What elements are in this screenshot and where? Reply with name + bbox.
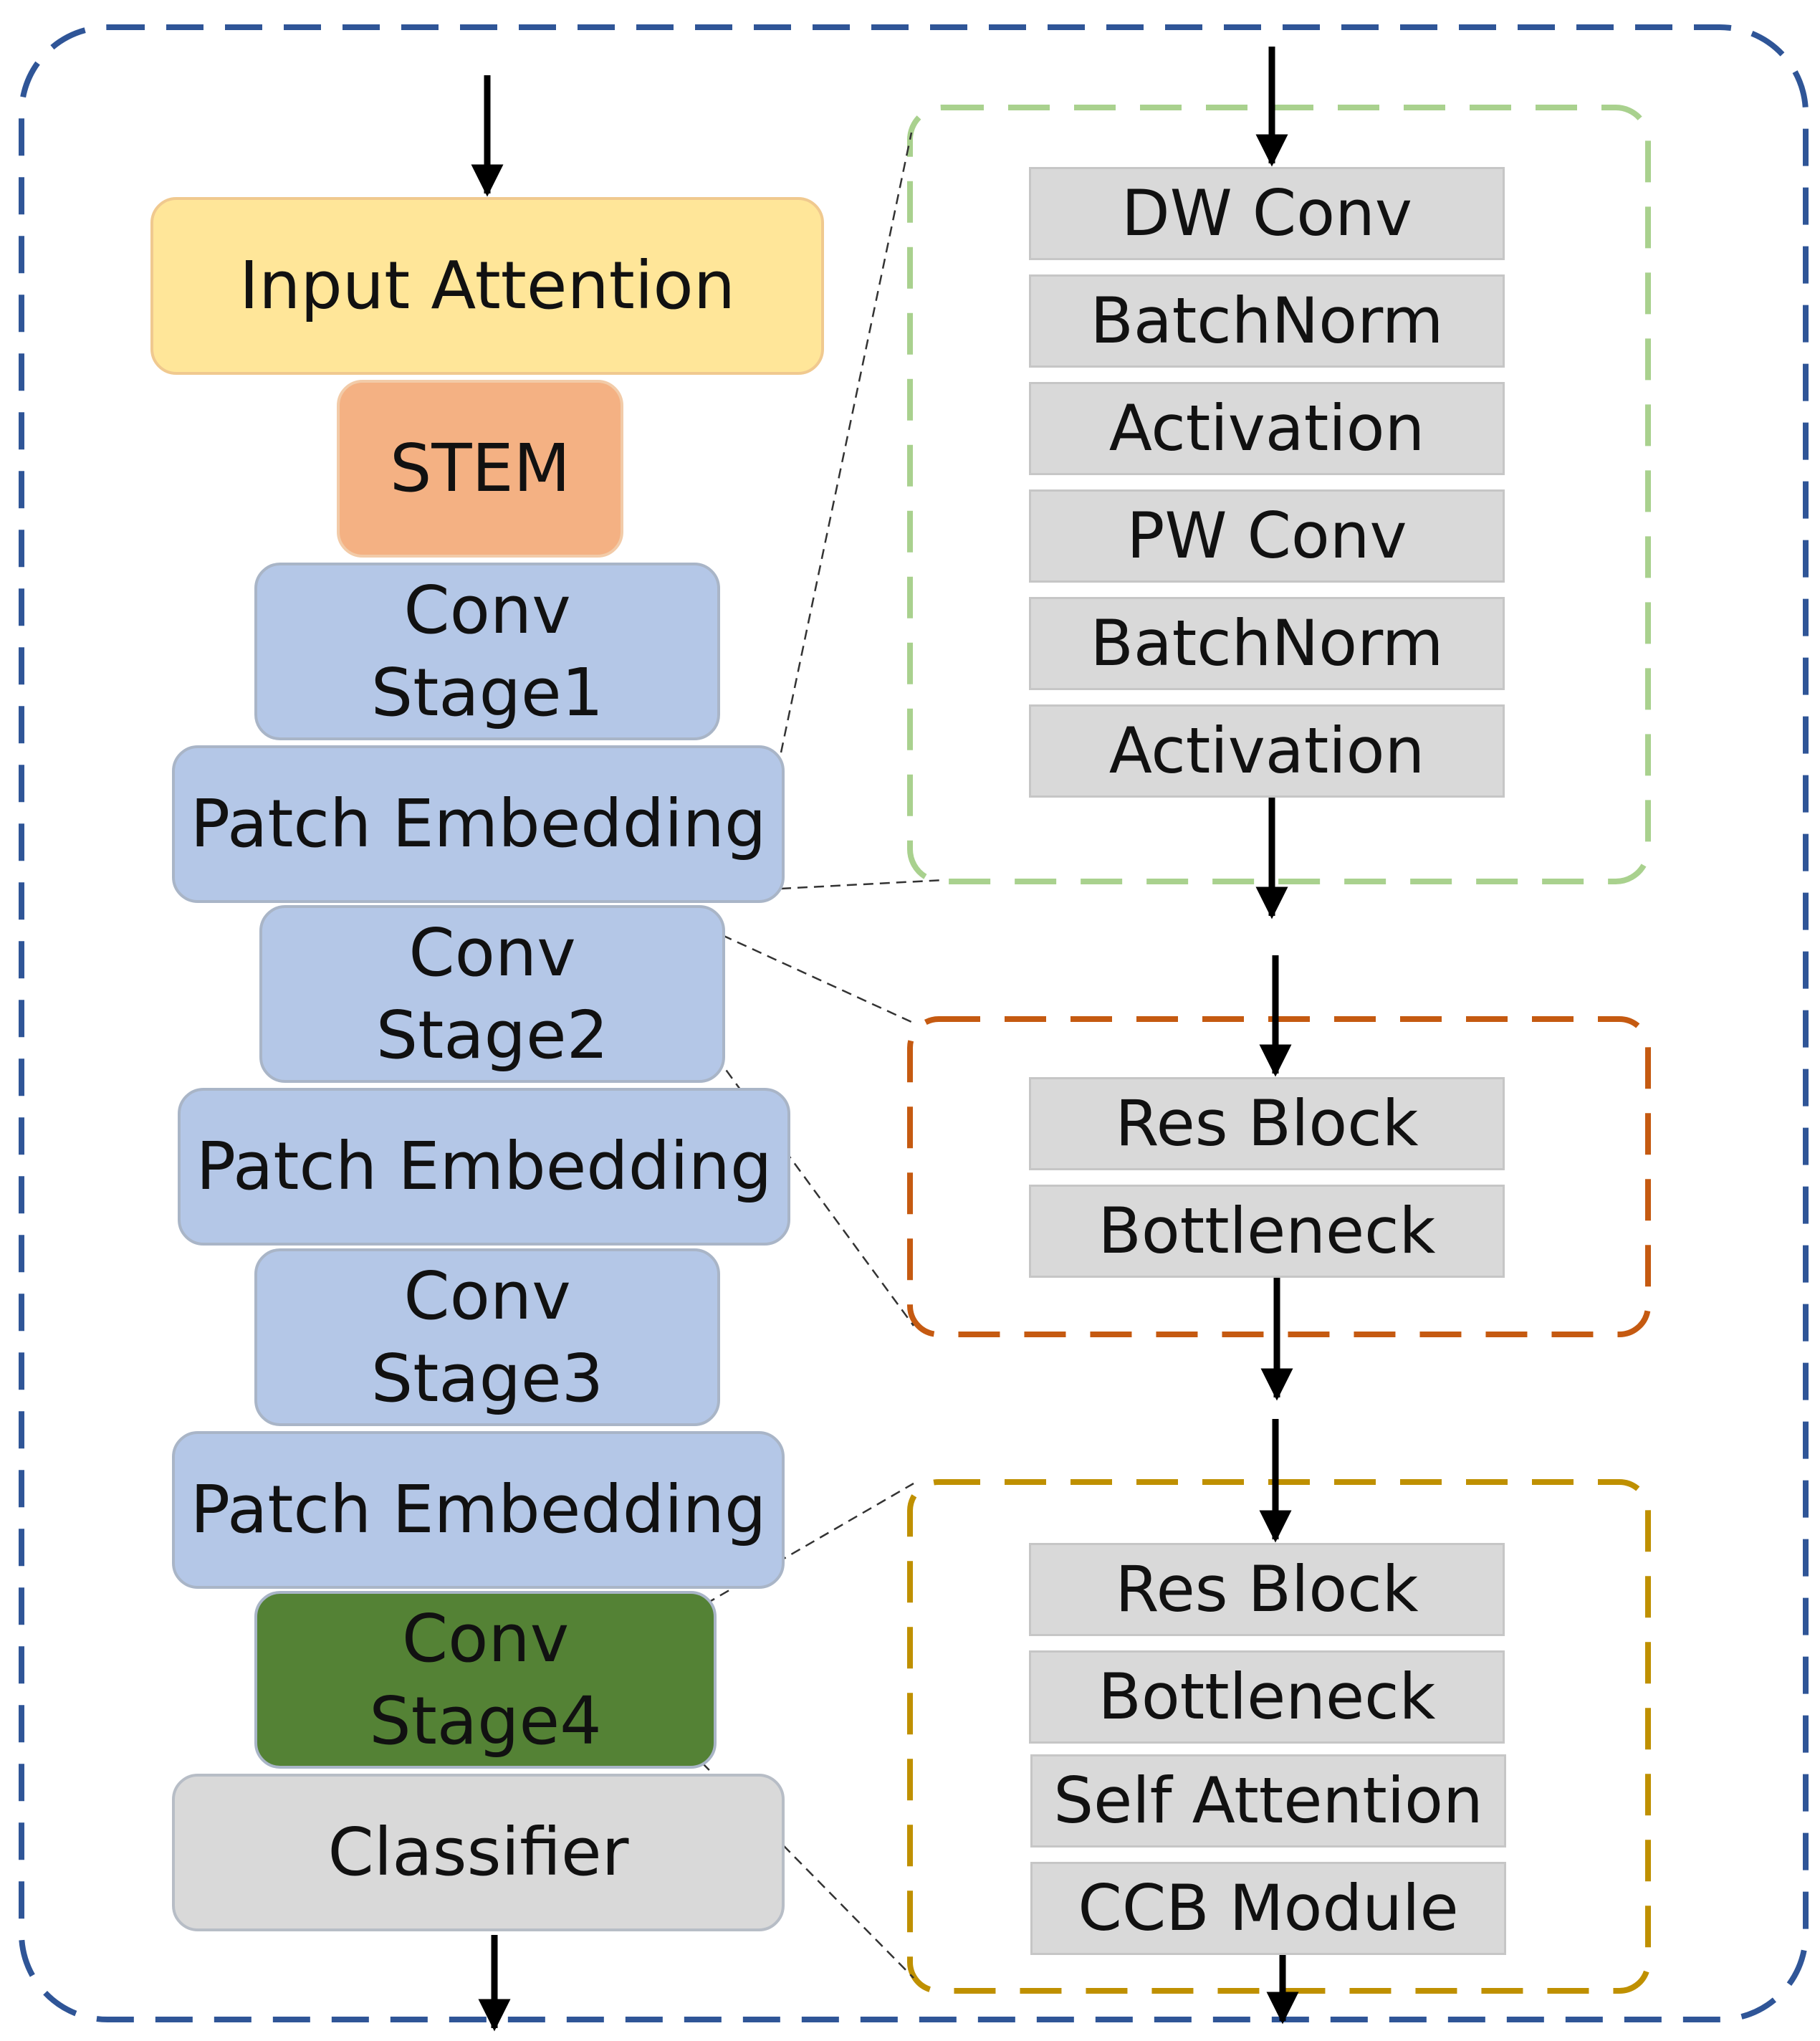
- gold-item-res-block: Res Block: [1029, 1543, 1505, 1636]
- classifier-label: Classifier: [327, 1813, 629, 1891]
- orange-item-label: Res Block: [1115, 1086, 1419, 1161]
- conv-stage2-line1: Conv: [408, 914, 576, 991]
- conv-stage3-block: Conv Stage3: [254, 1248, 720, 1426]
- patch-embedding-2-block: Patch Embedding: [178, 1088, 790, 1246]
- gold-item-self-attention: Self Attention: [1030, 1754, 1506, 1848]
- patch-embedding-1-label: Patch Embedding: [190, 785, 767, 862]
- input-attention-block: Input Attention: [150, 197, 824, 375]
- conv-stage1-block: Conv Stage1: [254, 563, 720, 740]
- conv-stage1-line1: Conv: [403, 572, 571, 649]
- gold-item-label: Self Attention: [1053, 1764, 1483, 1838]
- green-item-label: BatchNorm: [1090, 284, 1444, 358]
- conv-stage2-line2: Stage2: [375, 997, 609, 1074]
- gold-detail-frame: [907, 1479, 1651, 1994]
- conv-stage2-block: Conv Stage2: [259, 905, 725, 1083]
- patch-embedding-3-block: Patch Embedding: [172, 1431, 785, 1589]
- green-item-label: DW Conv: [1121, 176, 1412, 251]
- orange-detail-frame: [907, 1016, 1651, 1337]
- green-item-label: Activation: [1108, 714, 1425, 788]
- green-item-label: BatchNorm: [1090, 606, 1444, 681]
- patch-embedding-2-label: Patch Embedding: [196, 1127, 772, 1205]
- green-item-label: Activation: [1108, 391, 1425, 466]
- connector-stage2-top: [722, 934, 912, 1023]
- gold-item-bottleneck: Bottleneck: [1029, 1650, 1505, 1744]
- green-item-batchnorm-1: BatchNorm: [1029, 274, 1505, 368]
- conv-stage3-line1: Conv: [403, 1258, 571, 1334]
- conv-stage3-line2: Stage3: [370, 1340, 604, 1417]
- green-item-label: PW Conv: [1126, 499, 1407, 573]
- gold-item-ccb-module: CCB Module: [1030, 1862, 1506, 1955]
- conv-stage4-line1: Conv: [401, 1600, 570, 1677]
- green-detail-frame: [907, 105, 1651, 884]
- orange-item-bottleneck: Bottleneck: [1029, 1185, 1505, 1278]
- outer-frame: [19, 24, 1809, 2022]
- gold-item-label: Bottleneck: [1098, 1660, 1436, 1734]
- input-attention-label: Input Attention: [239, 247, 736, 324]
- green-item-activation-1: Activation: [1029, 382, 1505, 475]
- green-item-activation-2: Activation: [1029, 704, 1505, 798]
- stem-block: STEM: [337, 380, 623, 558]
- stem-label: STEM: [389, 429, 571, 507]
- gold-item-label: Res Block: [1115, 1552, 1419, 1627]
- orange-item-res-block: Res Block: [1029, 1077, 1505, 1170]
- patch-embedding-1-block: Patch Embedding: [172, 745, 785, 903]
- green-item-batchnorm-2: BatchNorm: [1029, 597, 1505, 690]
- conv-stage4-line2: Stage4: [369, 1683, 602, 1759]
- conv-stage1-line2: Stage1: [370, 654, 604, 731]
- orange-item-label: Bottleneck: [1098, 1194, 1436, 1268]
- patch-embedding-3-label: Patch Embedding: [190, 1471, 767, 1548]
- green-item-pw-conv: PW Conv: [1029, 489, 1505, 583]
- connector-stage1-top: [780, 132, 913, 753]
- classifier-block: Classifier: [172, 1774, 785, 1931]
- green-item-dw-conv: DW Conv: [1029, 167, 1505, 260]
- conv-stage4-block: Conv Stage4: [254, 1591, 717, 1769]
- gold-item-label: CCB Module: [1078, 1871, 1459, 1946]
- connector-stage1-bottom: [780, 879, 945, 890]
